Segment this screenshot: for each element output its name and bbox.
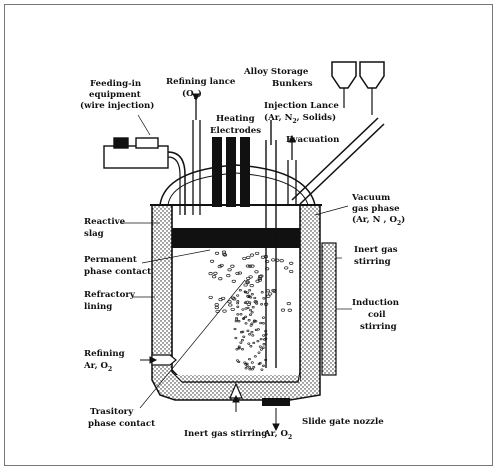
- heating-electrodes: [212, 137, 250, 207]
- wire-feeder: [103, 137, 169, 169]
- label-vacuum: Vacuum: [351, 193, 390, 203]
- figure-frame: [4, 4, 493, 466]
- label-slide-gate: Slide gate nozzle: [302, 417, 384, 427]
- vacuum-lid-inner: [167, 172, 309, 206]
- svg-text:lining: lining: [84, 302, 112, 312]
- label-trasitory: Trasitory: [90, 407, 134, 417]
- svg-text:coil: coil: [368, 310, 386, 320]
- slag-layer: [172, 228, 300, 248]
- label-refining: Refining: [84, 349, 125, 359]
- svg-text:(Ar, N2, Solids): (Ar, N2, Solids): [264, 112, 336, 125]
- svg-text:phase contact: phase contact: [84, 267, 151, 277]
- svg-text:(wire injection): (wire injection): [80, 100, 154, 111]
- induction-coil: [321, 242, 337, 376]
- vessel-inner: [171, 205, 301, 383]
- slide-gate-nozzle: [262, 398, 290, 406]
- refining-lance: [192, 100, 201, 215]
- injection-lance: [265, 120, 277, 368]
- label-refining-lance: Refining lance: [166, 77, 236, 87]
- svg-text:Ar, O2: Ar, O2: [263, 429, 292, 441]
- label-refractory: Refractory: [84, 290, 136, 300]
- alloy-bunkers: [331, 61, 385, 89]
- alloy-chute: [291, 117, 385, 205]
- label-induction: Induction: [352, 298, 400, 308]
- svg-text:equipment: equipment: [89, 90, 141, 100]
- label-alloy: Alloy Storage: [243, 67, 309, 77]
- label-injection: Injection Lance: [264, 101, 339, 111]
- svg-text:gas phase: gas phase: [352, 204, 400, 214]
- labels: Feeding-in equipment (wire injection) Re…: [80, 67, 405, 441]
- melt-bubbles: [208, 250, 294, 371]
- svg-text:Electrodes: Electrodes: [210, 126, 261, 136]
- svg-text:stirring: stirring: [360, 322, 397, 332]
- svg-text:stirring: stirring: [354, 257, 391, 267]
- label-feeding: Feeding-in: [90, 79, 142, 89]
- evacuation-pipe: [287, 140, 297, 205]
- flow-arrows: [140, 93, 296, 432]
- svg-text:Bunkers: Bunkers: [272, 79, 313, 89]
- refining-nozzle: [151, 354, 177, 366]
- label-heating: Heating: [216, 114, 255, 124]
- wire-feed-line: [167, 151, 186, 215]
- label-inert-bottom: Inert gas stirring: [184, 429, 267, 439]
- leader-lines: [120, 114, 352, 409]
- svg-text:(Ar, N , O2): (Ar, N , O2): [352, 214, 405, 227]
- svg-text:Ar, O2: Ar, O2: [83, 361, 112, 373]
- label-permanent: Permanent: [84, 255, 137, 265]
- svg-text:phase contact: phase contact: [88, 419, 155, 429]
- label-inert-top: Inert gas: [354, 245, 398, 255]
- label-evacuation: Evacuation: [286, 135, 340, 145]
- label-reactive-slag: Reactive: [84, 217, 126, 227]
- svg-text:(O2): (O2): [182, 88, 202, 101]
- wire-feed-line-inner: [167, 156, 181, 215]
- svg-text:slag: slag: [84, 229, 104, 239]
